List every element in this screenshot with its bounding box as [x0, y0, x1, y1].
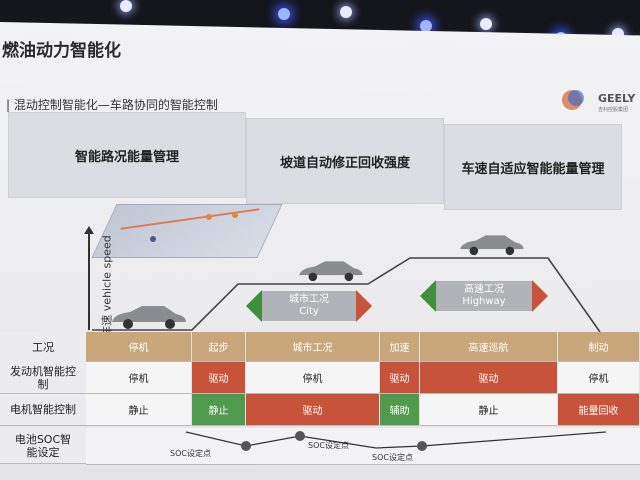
arrow-right-icon [532, 280, 548, 312]
soc-row: SOC设定点 SOC设定点 SOC设定点 [86, 428, 640, 465]
table-cell: 停机 [246, 362, 380, 394]
soc-point-label: SOC设定点 [372, 453, 413, 462]
arrow-label-en: City [299, 306, 319, 317]
table-cell: 城市工况 [246, 332, 380, 362]
table-cell: 高速巡航 [420, 332, 558, 362]
slide-subtitle: | 混动控制智能化—车路协同的智能控制 [6, 98, 218, 112]
city-arrow: 城市工况 City [246, 290, 372, 322]
table-cell: 驱动 [192, 362, 246, 394]
soc-point-label: SOC设定点 [170, 449, 211, 458]
car-icon [299, 261, 363, 282]
table-cell: 起步 [192, 332, 246, 362]
map-pin-icon [150, 236, 156, 242]
row-label: 工况 [0, 332, 86, 363]
brand-subtitle: 吉利控股集团 [598, 107, 629, 113]
table-cell: 停机 [86, 362, 192, 394]
car-icon [460, 235, 524, 256]
arrow-label-cn: 高速工况 [464, 284, 504, 295]
arrow-left-icon [420, 280, 436, 312]
header-label: 车速自适应智能能量管理 [461, 161, 605, 177]
table-cell: 驱动 [380, 362, 420, 394]
y-axis [88, 232, 90, 330]
table-cell: 驱动 [246, 394, 380, 426]
header-label: 智能路况能量管理 [74, 149, 179, 165]
table-cell: 停机 [86, 332, 192, 362]
table-cell: 制动 [558, 332, 640, 362]
slide-title: 燃油动力智能化 [2, 41, 121, 61]
table-cell: 能量回收 [558, 394, 640, 426]
row-label: 电池SOC智能设定 [0, 428, 86, 464]
table-cell: 静止 [420, 394, 558, 426]
soc-curve [185, 431, 607, 451]
highway-arrow: 高速工况 Highway [420, 280, 548, 312]
stage-light [420, 20, 432, 32]
brand-name: GEELY [598, 92, 636, 105]
stage-light [340, 6, 352, 18]
arrow-body: 高速工况 Highway [436, 281, 532, 311]
arrow-right-icon [356, 290, 372, 322]
car-icon [112, 306, 186, 329]
table-cell: 驱动 [420, 362, 558, 394]
header-slope: 坡道自动修正回收强度 [246, 118, 444, 204]
arrow-body: 城市工况 City [262, 291, 356, 321]
table-cell: 辅助 [380, 394, 420, 426]
map-pin-icon [206, 214, 212, 220]
row-label: 电机智能控制 [0, 394, 86, 426]
header-label: 坡道自动修正回收强度 [279, 155, 410, 171]
header-speed-adaptive: 车速自适应智能能量管理 [444, 124, 622, 210]
row-label: 发动机智能控制 [0, 362, 86, 394]
arrow-label-en: Highway [462, 296, 506, 307]
stage-light [278, 8, 290, 20]
arrow-label-cn: 城市工况 [289, 294, 329, 305]
table-cell: 静止 [192, 394, 246, 426]
geely-logo-icon [562, 90, 584, 110]
table-cell: 加速 [380, 332, 420, 362]
header-smart-road: 智能路况能量管理 [8, 112, 246, 198]
table-cell: 停机 [558, 362, 640, 394]
table-cell: 静止 [86, 394, 192, 426]
soc-point-label: SOC设定点 [308, 441, 349, 450]
stage-light [120, 0, 132, 12]
y-axis-arrow-icon [84, 226, 94, 234]
control-table: 工况 停机 起步 城市工况 加速 高速巡航 制动 发动机智能控制 停机 驱动 停… [0, 332, 640, 464]
arrow-left-icon [246, 290, 262, 322]
stage-light [480, 18, 492, 30]
map-pin-icon [232, 212, 238, 218]
